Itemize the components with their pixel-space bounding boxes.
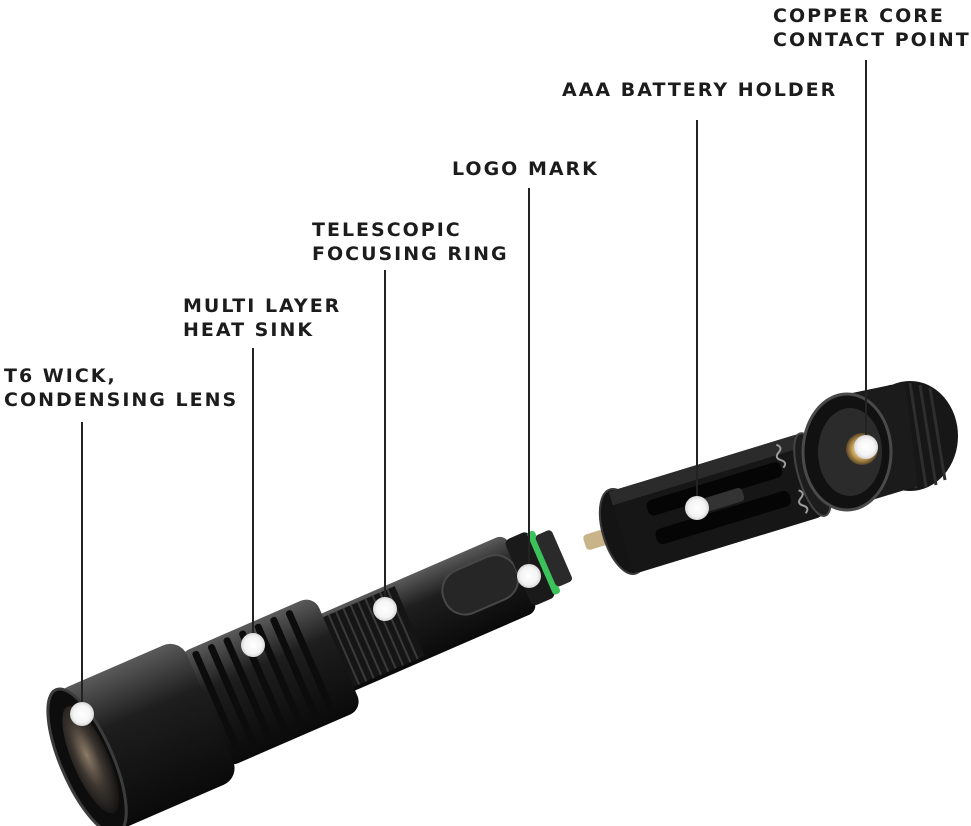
leader-lines [81, 60, 867, 712]
green-o-ring [527, 530, 561, 595]
label-line: COPPER CORE [773, 5, 945, 27]
label-t6-wick: T6 WICK, CONDENSING LENS [4, 364, 238, 412]
callout-dots [70, 435, 878, 726]
label-copper-core: COPPER CORE CONTACT POINT [773, 4, 971, 52]
label-battery-holder: AAA BATTERY HOLDER [562, 78, 837, 102]
callout-dot-battery-holder [685, 496, 709, 520]
label-line: CONDENSING LENS [4, 389, 239, 411]
tail-thread [535, 530, 573, 587]
callout-dot-focusing-ring [373, 597, 397, 621]
callout-dot-t6-wick [70, 702, 94, 726]
tail-cap-part [801, 381, 958, 512]
label-heat-sink: MULTI LAYER HEAT SINK [183, 294, 341, 342]
condensing-lens [62, 706, 120, 814]
label-line: TELESCOPIC [312, 219, 462, 241]
label-line: CONTACT POINT [773, 29, 971, 51]
contact-springs [775, 443, 809, 514]
flashlight-main-body [46, 530, 573, 826]
label-line: HEAT SINK [183, 319, 315, 341]
label-line: LOGO MARK [452, 158, 599, 180]
label-line: AAA BATTERY HOLDER [562, 79, 838, 101]
label-line: FOCUSING RING [312, 243, 509, 265]
heat-sink-fins [192, 610, 337, 759]
label-line: T6 WICK, [4, 365, 117, 387]
callout-dot-heat-sink [241, 633, 265, 657]
callout-dot-logo-mark [517, 564, 541, 588]
callout-dot-copper-core [854, 435, 878, 459]
label-focusing-ring: TELESCOPIC FOCUSING RING [312, 218, 509, 266]
label-logo-mark: LOGO MARK [452, 157, 599, 181]
focusing-ring-grip [321, 586, 426, 688]
battery-holder-part [583, 432, 832, 575]
label-line: MULTI LAYER [183, 295, 342, 317]
